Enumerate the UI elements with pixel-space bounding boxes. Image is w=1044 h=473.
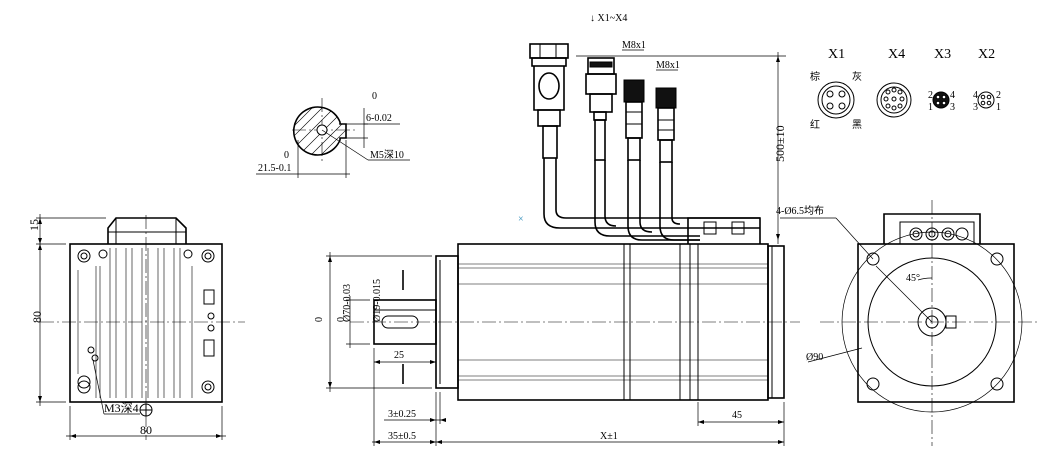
front-angle: 45° [906,273,920,284]
label-x2: X2 [978,47,995,62]
shaft-dim: Ø19-0.015 [372,279,383,322]
shaft-length: 25 [394,350,404,361]
key-dim: 6-0.02 [366,113,392,124]
x3-pin-4: 4 [950,90,955,101]
x1-pin-red: 红 [810,118,820,131]
mount-hole-note: 4-Ø6.5均布 [776,205,824,217]
x1-pin-black: 黑 [852,119,862,131]
flat-tol-upper: 0 [284,150,289,161]
x1-pin-gray: 灰 [852,70,862,83]
x2-pin-1: 1 [996,102,1001,113]
total-length: X±1 [600,431,618,442]
side-height-15: 15 [27,219,41,231]
label-x4: X4 [888,47,905,62]
x2-pin-4: 4 [973,90,978,101]
x3-pin-2: 2 [928,90,933,101]
x2-pin-3: 3 [973,102,978,113]
side-view: 15 80 80 M3深4 [27,214,245,440]
flange-thickness: 3±0.25 [388,409,416,420]
shaft-section: 0 6-0.02 0 21.5-0.1 M5深10 [256,91,410,178]
front-pcd: Ø90 [806,352,823,363]
marker-x: × [518,214,524,225]
cable-m8-right: M8x1 [656,60,680,71]
connector-cables: M8x1 M8x1 500±10 [529,40,787,244]
shaft-tol-upper: 0 [336,317,347,322]
cable-m8-left: M8x1 [622,40,646,51]
label-x3: X3 [934,47,951,62]
connector-header: ↓ X1~X4 [590,13,627,24]
flange-dim: Ø70-0.03 [342,284,353,322]
front-view: 45° 4-Ø6.5均布 Ø90 [776,200,1040,446]
connector-pinouts: X1 X4 X3 X2 棕 灰 红 黑 2 4 1 3 [810,47,1001,131]
side-width-80: 80 [140,423,152,437]
x1-pin-brown: 棕 [810,70,820,83]
x3-pin-3: 3 [950,102,955,113]
flange-tol-upper: 0 [314,317,325,322]
shaft-extension: 35±0.5 [388,431,416,442]
side-thread-note: M3深4 [104,401,139,415]
shaft-thread-note: M5深10 [370,149,404,161]
label-x1: X1 [828,47,845,62]
side-height-80: 80 [30,311,44,323]
x2-pin-2: 2 [996,90,1001,101]
flat-dim: 21.5-0.1 [258,163,291,174]
main-view: 0 Ø70-0.03 0 Ø19-0.015 25 3±0.25 45 35±0… [314,217,800,446]
cable-length: 500±10 [773,125,787,162]
key-tol-upper: 0 [372,91,377,102]
rear-length: 45 [732,410,742,421]
x3-pin-1: 1 [928,102,933,113]
